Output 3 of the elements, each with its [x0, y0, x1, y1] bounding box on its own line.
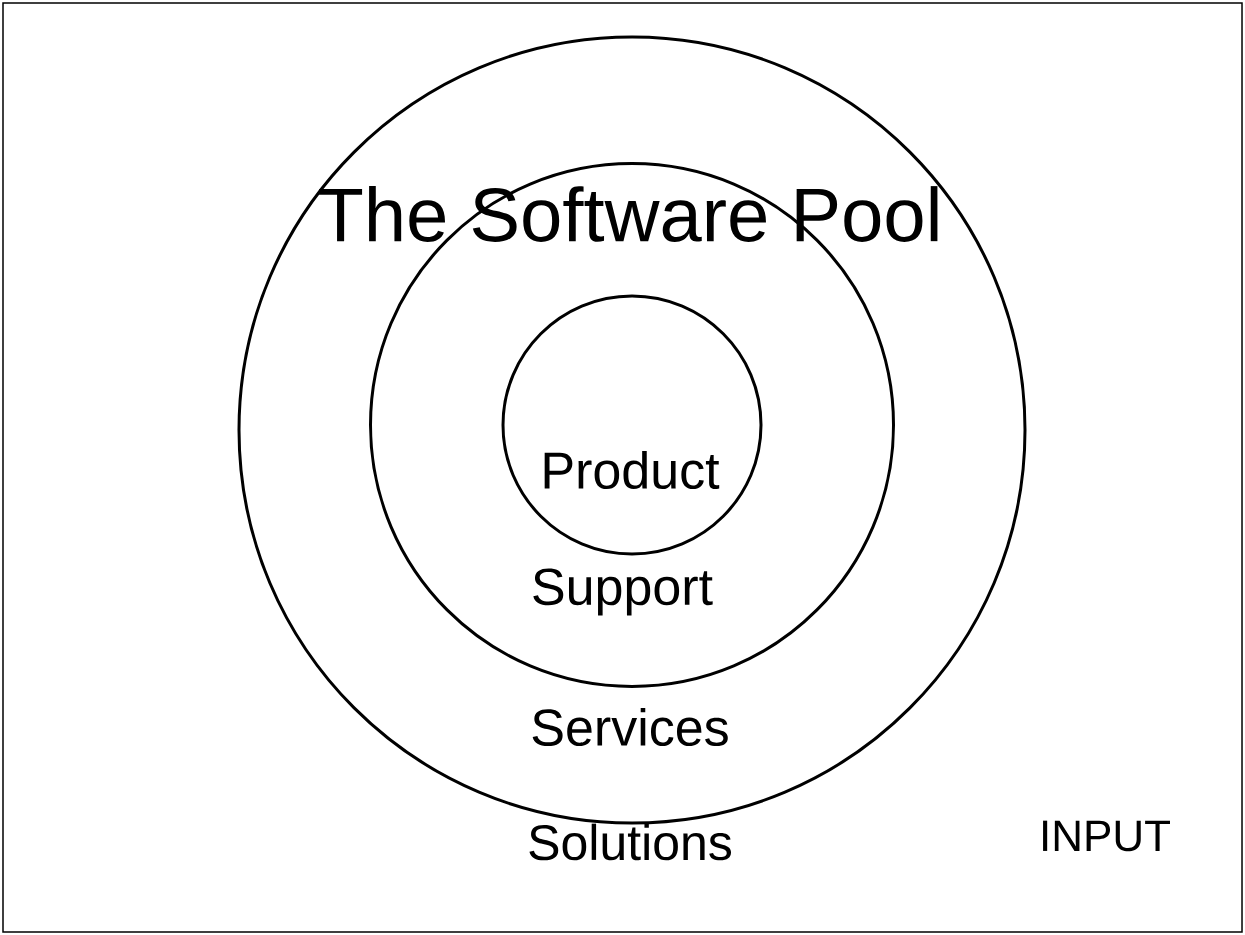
area-label: INPUT: [1043, 820, 1170, 852]
title: The Software Pool: [319, 186, 938, 242]
area-label: Solutions: [529, 823, 731, 861]
